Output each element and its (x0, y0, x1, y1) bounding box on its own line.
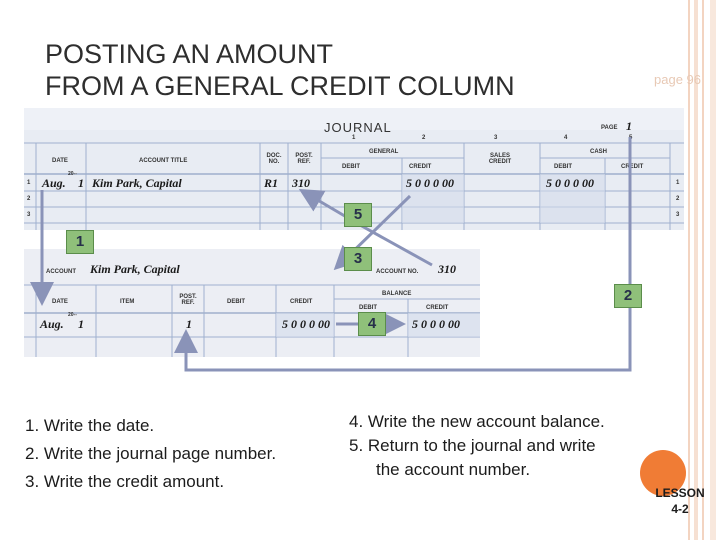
lesson-circle (640, 450, 686, 496)
step-item: 1. Write the date. (25, 416, 155, 435)
journal-header-cash: CASH (590, 149, 608, 155)
ledger-account-form: ACCOUNT Kim Park, Capital ACCOUNT NO. 31… (24, 249, 480, 357)
steps-right: 4. Write the new account balance. 5. Ret… (349, 410, 605, 482)
journal-page-label: PAGE (601, 125, 618, 131)
col-number-4: 4 (564, 135, 568, 141)
ledger-entry-post-ref: 1 (186, 317, 192, 331)
callout-step-1: 1 (66, 230, 94, 254)
journal-line-number: 3 (27, 212, 31, 218)
journal-entry-day: 1 (78, 176, 84, 190)
ledger-year: 20-- (68, 312, 77, 318)
ledger-entry-credit: 5 0 0 0 00 (282, 317, 330, 331)
journal-title: JOURNAL (324, 120, 392, 135)
lesson-label: LESSON (655, 486, 705, 500)
ledger-account-label: ACCOUNT (46, 269, 76, 275)
ledger-header-date: DATE (52, 299, 68, 305)
journal-header-general-credit: CREDIT (409, 164, 432, 170)
page-reference: page 96 (654, 72, 701, 87)
ledger-header-balance-debit: DEBIT (359, 305, 377, 311)
journal-line-number: 2 (27, 196, 31, 202)
journal-header-date: DATE (52, 158, 68, 164)
journal-line-number-right: 1 (676, 180, 680, 186)
journal-page-value: 1 (626, 119, 632, 133)
ledger-header-item: ITEM (120, 299, 135, 305)
lesson-badge: LESSON 4-2 (644, 485, 716, 517)
decor-stripe-1 (688, 0, 690, 540)
ledger-account-no-label: ACCOUNT NO. (376, 269, 419, 275)
journal-entry-general-credit: 5 0 0 0 00 (406, 176, 454, 190)
journal-entry-post-ref: 310 (292, 176, 310, 190)
title-line-1: POSTING AN AMOUNT (45, 39, 334, 69)
journal-header-general: GENERAL (369, 149, 399, 155)
decor-stripe-3 (702, 0, 704, 540)
decor-stripe-2 (694, 0, 698, 540)
callout-step-5: 5 (344, 203, 372, 227)
ledger-entry-day: 1 (78, 317, 84, 331)
step-item: 2. Write the journal page number. (25, 444, 277, 463)
journal-header-general-debit: DEBIT (342, 164, 360, 170)
journal-line-number: 1 (27, 180, 31, 186)
step-item: 5. Return to the journal and write (349, 436, 596, 455)
callout-step-3: 3 (344, 247, 372, 271)
step-item: 3. Write the credit amount. (25, 472, 225, 491)
ledger-header-debit: DEBIT (227, 299, 245, 305)
ledger-entry-month: Aug. (40, 317, 64, 331)
ledger-account-no: 310 (438, 262, 456, 276)
ledger-header-balance: BALANCE (382, 291, 412, 297)
col-number-1: 1 (352, 135, 356, 141)
journal-year: 20-- (68, 171, 77, 177)
journal-entry-doc: R1 (264, 176, 279, 190)
slide-title: POSTING AN AMOUNT FROM A GENERAL CREDIT … (45, 38, 515, 102)
ledger-header-post-ref: POST. REF. (179, 294, 197, 306)
decor-stripe-4 (710, 0, 716, 540)
callout-step-4: 4 (358, 312, 386, 336)
ledger-header-balance-credit: CREDIT (426, 305, 449, 311)
ledger-header-credit: CREDIT (290, 299, 313, 305)
ledger-entry-balance-credit: 5 0 0 0 00 (412, 317, 460, 331)
journal-header-account-title: ACCOUNT TITLE (139, 158, 188, 164)
title-line-2: FROM A GENERAL CREDIT COLUMN (45, 71, 515, 101)
steps-left: 1. Write the date. 2. Write the journal … (25, 412, 276, 496)
ledger-account-name: Kim Park, Capital (90, 262, 180, 276)
col-number-2: 2 (422, 135, 426, 141)
journal-line-number-right: 3 (676, 212, 680, 218)
journal-line-number-right: 2 (676, 196, 680, 202)
journal-entry-account: Kim Park, Capital (92, 176, 182, 190)
step-item: 4. Write the new account balance. (349, 412, 605, 431)
col-number-5: 5 (629, 135, 633, 141)
lesson-number: 4-2 (671, 502, 689, 516)
journal-header-cash-credit: CREDIT (621, 164, 644, 170)
journal-header-sales-credit: SALES CREDIT (488, 153, 512, 165)
callout-step-2: 2 (614, 284, 642, 308)
step-item: the account number. (376, 460, 531, 479)
journal-entry-month: Aug. (42, 176, 66, 190)
journal-header-post-ref: POST. REF. (295, 153, 313, 165)
col-number-3: 3 (494, 135, 498, 141)
journal-entry-cash-debit: 5 0 0 0 00 (546, 176, 594, 190)
journal-header-doc-no: DOC. NO. (266, 153, 282, 165)
journal-header-cash-debit: DEBIT (554, 164, 572, 170)
